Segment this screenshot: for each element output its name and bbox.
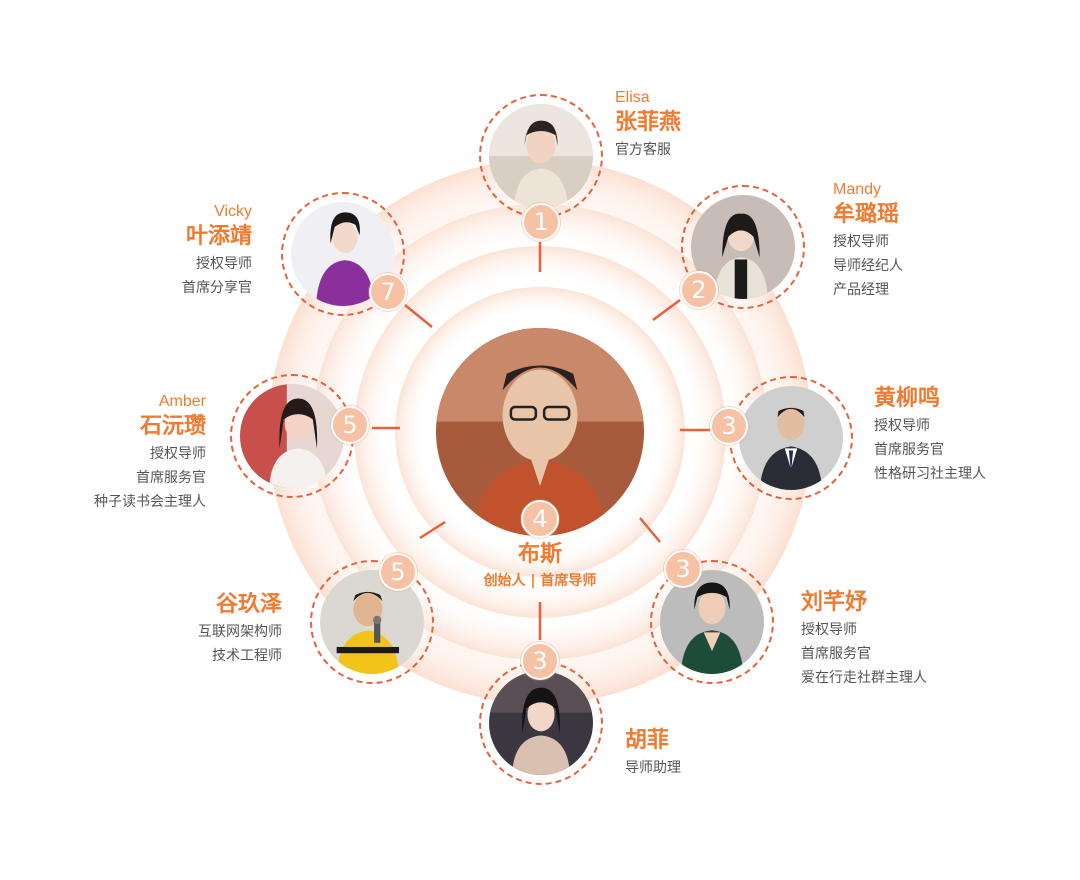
member-2-role-1: 授权导师: [833, 234, 889, 250]
member-2-en-name: Mandy: [833, 181, 882, 198]
member-1-en-name: Elisa: [615, 89, 650, 106]
member-3-role-2: 首席服务官: [874, 442, 944, 458]
center-level-badge: 4: [521, 500, 559, 538]
member-4-role-2: 首席服务官: [801, 646, 871, 662]
member-1-avatar: [489, 104, 593, 208]
member-8-level-badge: 7: [369, 273, 407, 311]
member-3-level-badge: 3: [710, 407, 748, 445]
member-2-label: Mandy 牟璐瑶 授权导师 导师经纪人 产品经理: [833, 180, 903, 302]
member-3-cn-name: 黄柳鸣: [874, 386, 941, 411]
member-4-role-3: 爱在行走社群主理人: [801, 670, 927, 686]
member-8-role-1: 授权导师: [196, 256, 252, 272]
member-6-ring: [310, 560, 434, 684]
member-8-role-2: 首席分享官: [182, 280, 252, 296]
member-3-role-1: 授权导师: [874, 418, 930, 434]
member-2-role-3: 产品经理: [833, 282, 889, 298]
member-7-level-badge: 5: [331, 406, 369, 444]
member-5-avatar: [489, 671, 593, 775]
member-7-role-3: 种子读书会主理人: [94, 494, 206, 510]
member-8-cn-name: 叶添靖: [185, 224, 252, 249]
member-5-level-badge: 3: [521, 642, 559, 680]
member-7-label: Amber 石沅瓒 授权导师 首席服务官 种子读书会主理人: [50, 392, 206, 514]
member-5-role-1: 导师助理: [625, 760, 681, 776]
member-6-cn-name: 谷玖泽: [215, 592, 282, 617]
member-5-label: 胡菲 导师助理: [625, 726, 681, 780]
member-5-cn-name: 胡菲: [625, 728, 670, 753]
member-6-role-1: 互联网架构师: [198, 624, 282, 640]
member-2-level-badge: 2: [680, 271, 718, 309]
member-1-role-1: 官方客服: [615, 142, 671, 158]
member-6-level-badge: 5: [379, 553, 417, 591]
member-6-avatar: [320, 570, 424, 674]
center-title: 创始人 | 首席导师: [483, 573, 597, 589]
member-1-label: Elisa 张菲燕 官方客服: [615, 88, 681, 162]
member-3-role-3: 性格研习社主理人: [874, 466, 986, 482]
member-8-en-name: Vicky: [214, 203, 252, 220]
member-2-role-2: 导师经纪人: [833, 258, 903, 274]
member-4-ring: [650, 560, 774, 684]
member-3-label: 黄柳鸣 授权导师 首席服务官 性格研习社主理人: [874, 384, 986, 486]
member-2-ring: [681, 185, 805, 309]
member-3-avatar: [739, 386, 843, 490]
member-2-cn-name: 牟璐瑶: [833, 202, 900, 227]
member-7-role-1: 授权导师: [150, 446, 206, 462]
member-8-ring: [281, 192, 405, 316]
member-7-avatar: [240, 384, 344, 488]
member-7-cn-name: 石沅瓒: [139, 414, 206, 439]
member-7-en-name: Amber: [158, 393, 206, 410]
member-4-level-badge: 3: [664, 550, 702, 588]
center-name: 布斯: [517, 542, 562, 567]
member-6-label: 谷玖泽 互联网架构师 技术工程师: [140, 590, 282, 668]
member-4-label: 刘芊妤 授权导师 首席服务官 爱在行走社群主理人: [801, 588, 927, 690]
member-4-cn-name: 刘芊妤: [801, 590, 868, 615]
member-1-level-badge: 1: [522, 203, 560, 241]
member-8-label: Vicky 叶添靖 授权导师 首席分享官: [110, 202, 252, 300]
member-4-role-1: 授权导师: [801, 622, 857, 638]
connector-lines: [372, 242, 710, 640]
member-6-role-2: 技术工程师: [212, 648, 282, 664]
member-7-role-2: 首席服务官: [136, 470, 206, 486]
member-1-cn-name: 张菲燕: [615, 110, 682, 135]
